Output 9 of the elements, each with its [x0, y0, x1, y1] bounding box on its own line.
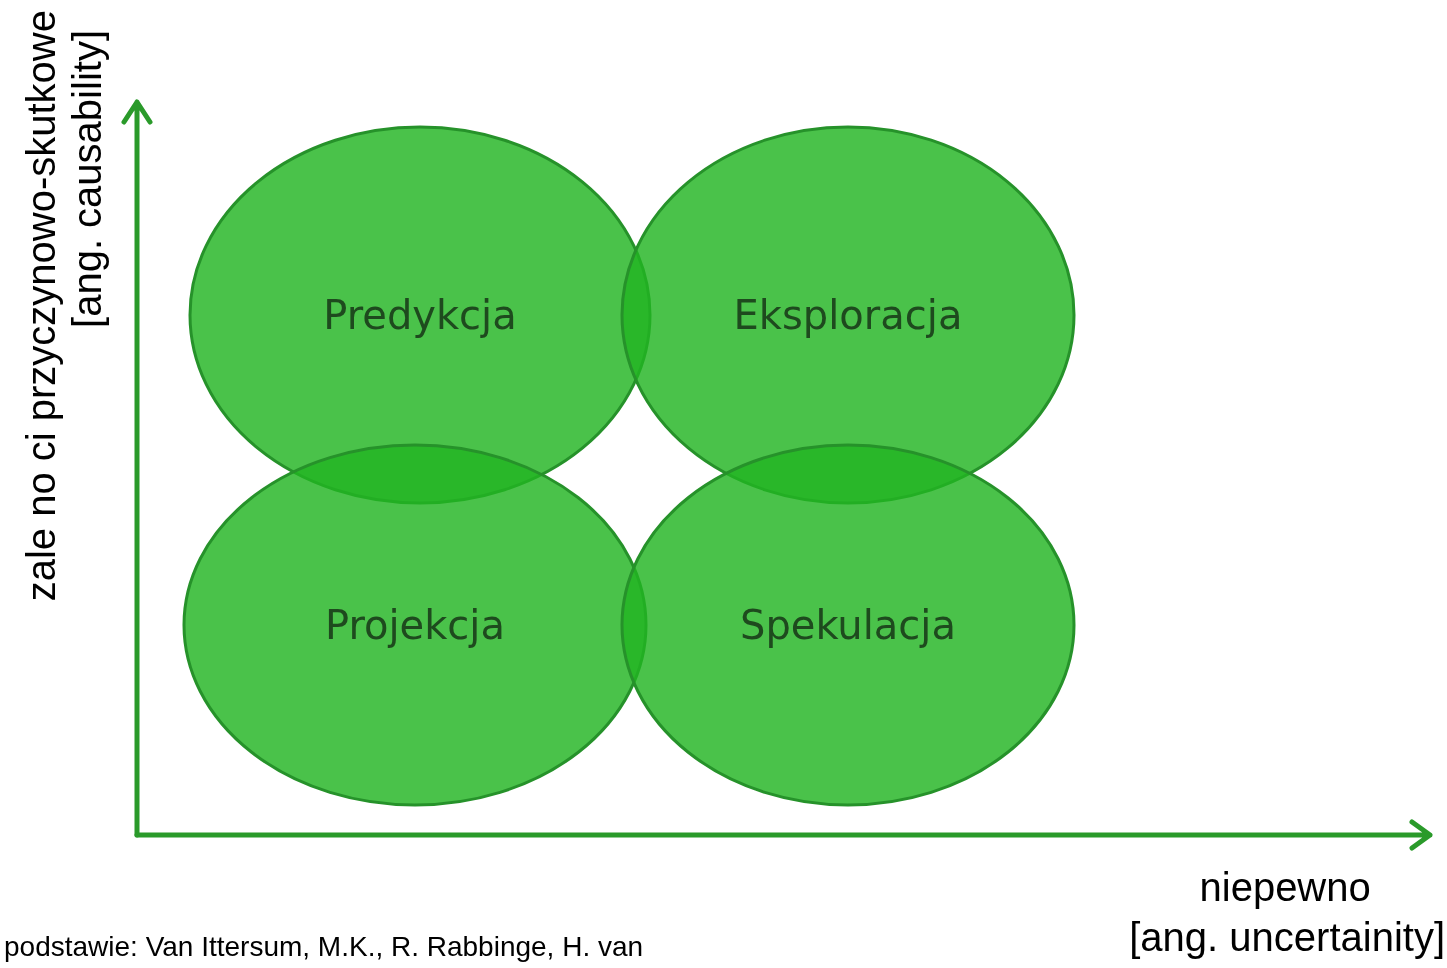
axis-label: [ang. uncertainity] [1129, 914, 1445, 961]
axis-label: [ang. causability] [64, 29, 110, 328]
source-note: podstawie: Van Ittersum, M.K., R. Rabbinge, H. van [4, 930, 644, 964]
node-label: Eksploracja [733, 291, 963, 340]
node-label: Projekcja [325, 601, 505, 650]
node-label: Predykcja [323, 291, 517, 340]
axis-label: niepewno [1199, 864, 1372, 911]
axis-label: zale no ci przyczynowo-skutkowe [18, 10, 64, 602]
node-label: Spekulacja [740, 601, 956, 650]
